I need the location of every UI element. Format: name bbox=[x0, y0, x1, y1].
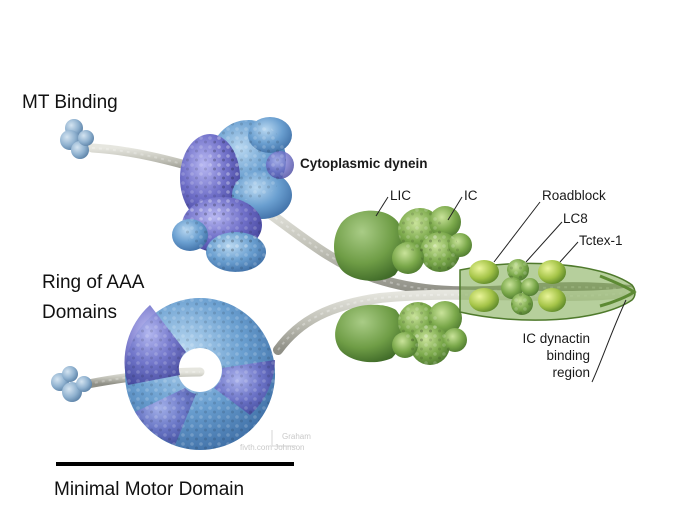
lc8-label: LC8 bbox=[563, 211, 588, 226]
ic-domain bbox=[392, 206, 472, 365]
ic-dynactin-label-line1: IC dynactin bbox=[522, 331, 590, 346]
ic-dynactin-leader bbox=[591, 299, 627, 383]
ic-dynactin-label-line3: region bbox=[552, 365, 590, 380]
lic-label: LIC bbox=[390, 188, 412, 203]
upper-mt-binding-domain bbox=[60, 119, 94, 159]
roadblock-label: Roadblock bbox=[542, 188, 606, 203]
credit-line1: Graham bbox=[282, 432, 311, 441]
tctex-label: Tctex-1 bbox=[579, 233, 623, 248]
lower-aaa-ring bbox=[124, 298, 276, 450]
leader-lines bbox=[375, 196, 627, 383]
ring-aaa-label-line2: Domains bbox=[42, 302, 117, 323]
lic-leader bbox=[375, 196, 389, 217]
ring-aaa-label-line1: Ring of AAA bbox=[42, 272, 145, 293]
lc8-leader bbox=[525, 221, 563, 263]
cytoplasmic-dynein-title: Cytoplasmic dynein bbox=[300, 156, 428, 171]
tctex-light-chain bbox=[538, 260, 566, 312]
mt-binding-label: MT Binding bbox=[22, 92, 118, 113]
minimal-motor-domain-label: Minimal Motor Domain bbox=[54, 479, 245, 500]
ic-dynactin-label-line2: binding bbox=[546, 348, 590, 363]
tctex-leader bbox=[559, 241, 579, 263]
lic-domain bbox=[334, 210, 405, 363]
upper-aaa-motor bbox=[172, 117, 294, 272]
credit-line2: fivth.com Johnson bbox=[240, 443, 305, 452]
roadblock-leader bbox=[493, 201, 541, 263]
ic-leader bbox=[447, 196, 463, 221]
lc8-light-chain bbox=[501, 259, 539, 315]
roadblock-light-chain bbox=[469, 260, 499, 312]
lower-mt-binding-domain bbox=[51, 366, 92, 402]
scale-bar bbox=[56, 462, 294, 466]
ic-label: IC bbox=[464, 188, 478, 203]
credit-watermark-mark bbox=[271, 430, 296, 447]
